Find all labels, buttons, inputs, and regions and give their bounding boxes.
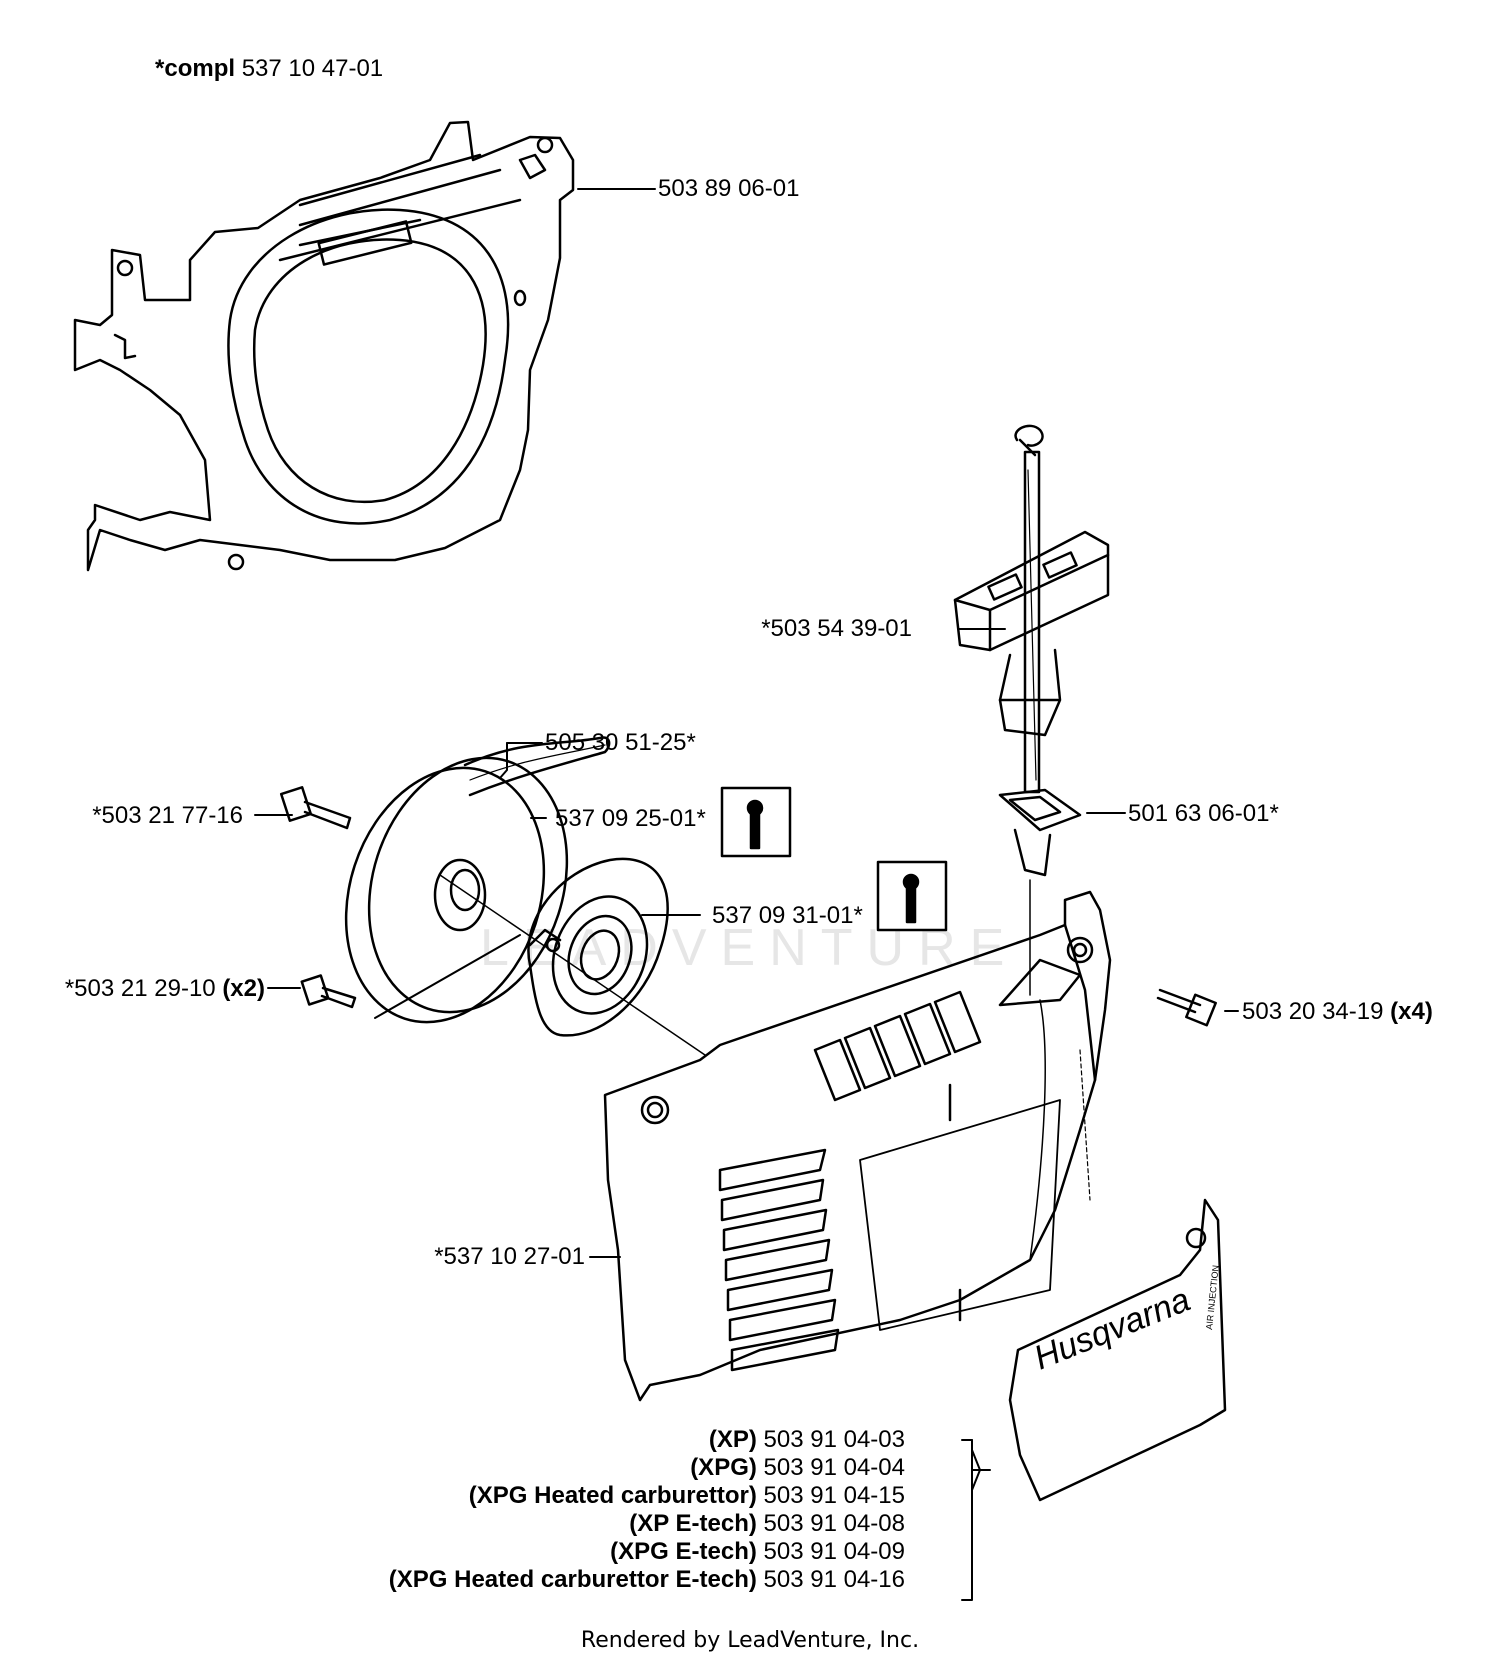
variant-model: (XP E-tech)	[629, 1510, 757, 1537]
footer-credit: Rendered by LeadVenture, Inc.	[580, 1628, 920, 1653]
vent-slots-top	[813, 990, 982, 1102]
screw-drawing-1	[279, 786, 352, 830]
compl-part: 537 10 47-01	[241, 55, 384, 82]
variant-row: (XPG) 503 91 04-04	[690, 1454, 905, 1482]
recoil-spring-drawing	[527, 857, 669, 1037]
bushing-drawing	[998, 788, 1082, 877]
part-label-8: *503 21 29-10 (x2)	[65, 975, 265, 1003]
part-label-7: 537 09 31-01*	[712, 902, 863, 929]
variant-model: (XPG E-tech)	[610, 1538, 757, 1565]
compl-label: *compl 537 10 47-01	[155, 55, 383, 83]
part-label-6: 501 63 06-01*	[1128, 800, 1279, 827]
variant-model: (XP)	[708, 1426, 757, 1453]
variant-part: 503 91 04-04	[763, 1454, 905, 1481]
variant-model: (XPG Heated carburettor E-tech)	[388, 1566, 757, 1593]
variant-row: (XPG Heated carburettor) 503 91 04-15	[469, 1482, 905, 1510]
starter-cover-drawing	[603, 890, 1112, 1402]
variant-part: 503 91 04-03	[763, 1426, 905, 1453]
decal-drawing: Husqvarna AIR INJECTION	[1008, 1198, 1227, 1502]
watermark: LEADVENTURE	[480, 919, 1019, 977]
variant-part: 503 91 04-15	[763, 1482, 905, 1509]
vent-slots-side	[718, 1148, 840, 1372]
variant-model: (XPG Heated carburettor)	[468, 1482, 757, 1509]
part-label-10: *537 10 27-01	[434, 1243, 585, 1270]
service-icon-1	[720, 786, 792, 858]
variant-part: 503 91 04-09	[763, 1538, 905, 1565]
rope-pulley-drawing	[344, 736, 611, 1024]
part-label-1: 503 89 06-01	[658, 175, 800, 202]
variant-part: 503 91 04-16	[763, 1566, 905, 1593]
part-label-9-qty: (x4)	[1390, 998, 1433, 1025]
variant-model: (XPG)	[690, 1454, 757, 1481]
part-label-9-number: 503 20 34-19	[1242, 998, 1384, 1025]
variant-part: 503 91 04-08	[763, 1510, 905, 1537]
part-label-8-number: *503 21 29-10	[64, 975, 216, 1002]
leader-lines	[254, 188, 1239, 1601]
part-label-2: *503 54 39-01	[761, 615, 912, 642]
part-label-8-qty: (x2)	[222, 975, 265, 1002]
service-icon-2	[876, 860, 948, 932]
starter-handle-drawing	[953, 424, 1110, 794]
variant-row: (XPG E-tech) 503 91 04-09	[610, 1538, 905, 1566]
screw-drawing-3	[1156, 988, 1217, 1027]
part-label-4: *503 21 77-16	[92, 802, 243, 829]
variant-row: (XP E-tech) 503 91 04-08	[629, 1510, 905, 1538]
part-label-5: 537 09 25-01*	[555, 805, 706, 832]
variant-row: (XP) 503 91 04-03	[709, 1426, 905, 1454]
decal-sub-text: AIR INJECTION	[1204, 1265, 1221, 1331]
fan-housing-drawing	[73, 120, 575, 572]
part-label-9: 503 20 34-19 (x4)	[1242, 998, 1433, 1026]
compl-prefix: *compl	[155, 55, 236, 82]
screw-drawing-2	[300, 974, 357, 1009]
decal-brand-text: Husqvarna	[1029, 1281, 1196, 1378]
variant-row: (XPG Heated carburettor E-tech) 503 91 0…	[389, 1566, 905, 1594]
part-label-3: 505 30 51-25*	[545, 729, 696, 756]
